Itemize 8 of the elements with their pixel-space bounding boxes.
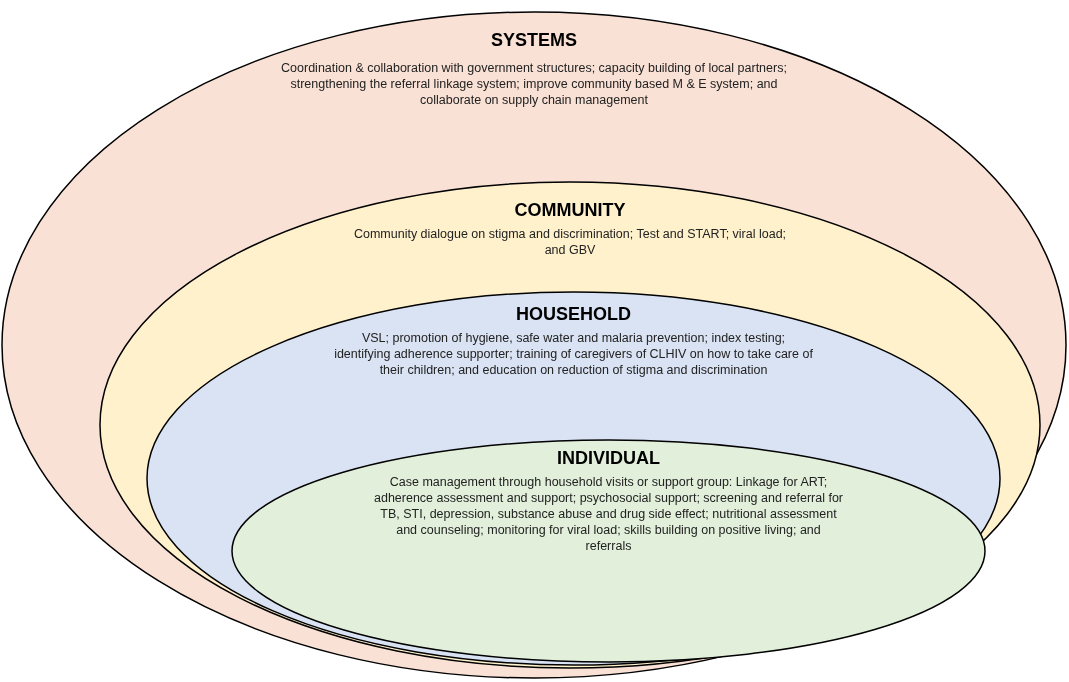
layer-heading: HOUSEHOLD [516, 304, 631, 325]
layer-description: VSL; promotion of hygiene, safe water and malaria prevention; index testing; identifying adherence supporter; training of caregivers of CLHIV on how to take care of their children; and education on reduction of stigma and discrimination [333, 330, 814, 378]
layer-description: Case management through household visits or support group: Linkage for ART; adherence assessment and support; psychosocial support; screening and referral for TB, STI, depression, substance abuse and drug side effect; nutritional assessment and counseling; monitoring for viral load; skills building on positive living; and referrals [373, 474, 844, 554]
layer-heading: SYSTEMS [491, 30, 577, 51]
layer-heading: INDIVIDUAL [557, 448, 660, 469]
layer-description: Coordination & collaboration with government structures; capacity building of local partners; strengthening the referral linkage system; improve community based M & E system; and collaborate on supply chain management [280, 60, 788, 108]
layer-heading: COMMUNITY [514, 200, 626, 221]
layer-description: Community dialogue on stigma and discrimination; Test and START; viral load; and GBV [352, 226, 788, 258]
